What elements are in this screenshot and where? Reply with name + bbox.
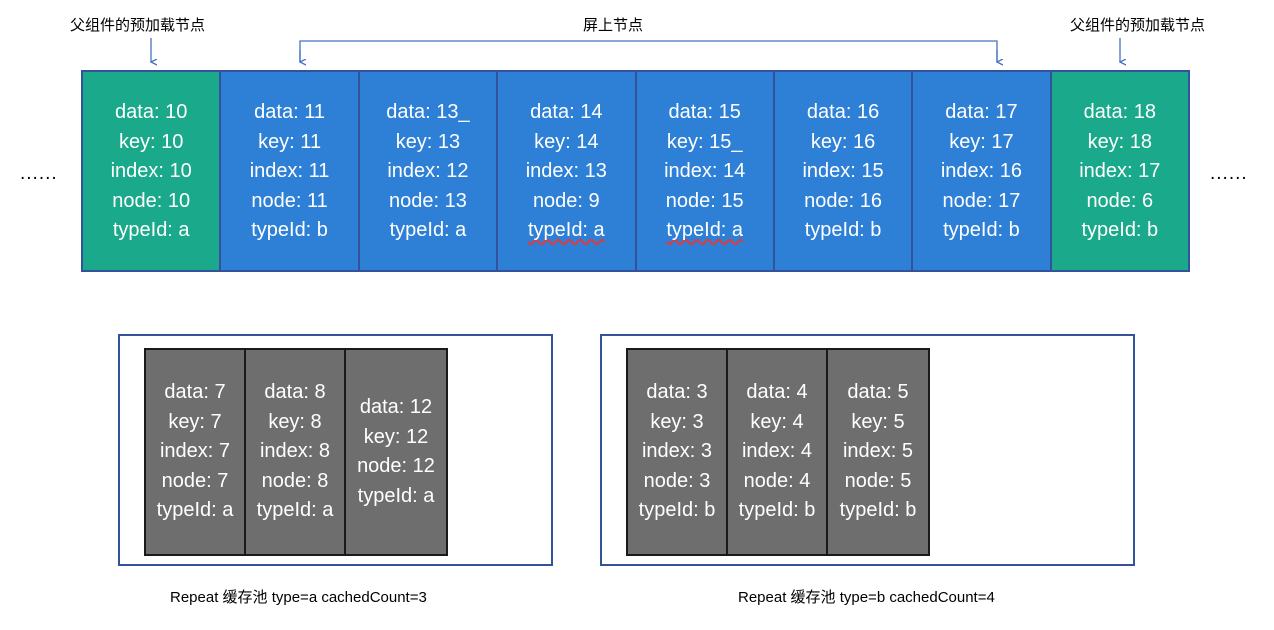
cache-card-line: index: 7: [159, 440, 231, 463]
cache-card-line: node: 5: [844, 469, 912, 492]
node-card-line: typeId: b: [1081, 219, 1159, 242]
annotation-right-preload: 父组件的预加载节点: [1070, 17, 1206, 34]
cache-card-line: index: 4: [741, 440, 813, 463]
cache-card-line: index: 5: [842, 440, 914, 463]
annotation-left-preload: 父组件的预加载节点: [70, 17, 206, 34]
cache-card-line: key: 7: [168, 410, 222, 433]
cache-card-line: typeId: b: [638, 499, 716, 522]
cache-card-line: key: 8: [268, 410, 322, 433]
cache-card: data: 8 key: 8 index: 8 node: 8 typeId: a: [246, 350, 346, 554]
node-card: data: 14 key: 14 index: 13 node: 9 typeId: a: [498, 72, 637, 270]
node-card-line: node: 11: [251, 189, 328, 212]
cache-pool-b-caption: Repeat 缓存池 type=b cachedCount=4: [738, 589, 995, 606]
node-card-line: node: 9: [532, 189, 600, 212]
cache-pool-a-caption: Repeat 缓存池 type=a cachedCount=3: [170, 589, 427, 606]
cache-card-line: index: 3: [641, 440, 713, 463]
node-card-line: index: 11: [249, 160, 330, 183]
cache-card-line: data: 8: [264, 381, 326, 404]
node-card-line: typeId: a: [389, 219, 467, 242]
node-card-line: data: 16: [806, 101, 880, 124]
node-card-line: data: 15: [668, 101, 741, 124]
node-card: data: 17 key: 17 index: 16 node: 17 typeId: …: [913, 72, 1052, 270]
node-card-line: typeId: b: [804, 219, 882, 242]
cache-card-line: typeId: a: [156, 499, 234, 522]
cache-card-line: typeId: a: [357, 484, 435, 507]
cache-card-line: data: 3: [646, 381, 708, 404]
cache-card: data: 12 key: 12 node: 12 typeId: a: [346, 350, 446, 554]
node-card: data: 11 key: 11 index: 11 node: 11 typeId: …: [221, 72, 360, 270]
node-card-line: index: 16: [940, 160, 1023, 183]
cache-card-line: typeId: b: [738, 499, 816, 522]
cache-card: data: 4 key: 4 index: 4 node: 4 typeId: b: [728, 350, 828, 554]
node-card-line: typeId: b: [251, 219, 328, 242]
node-card: data: 18 key: 18 index: 17 node: 6 typeId: b: [1051, 72, 1188, 270]
node-card: data: 16 key: 16 index: 15 node: 16 typeId: …: [774, 72, 914, 270]
node-card-line: typeId: a: [666, 219, 744, 242]
node-card-line: node: 17: [942, 189, 1021, 212]
cache-card-line: index: 8: [259, 440, 331, 463]
cache-card-line: data: 7: [164, 381, 226, 404]
arrow-onscreen-bracket: [300, 40, 997, 62]
cache-card-line: node: 12: [357, 455, 435, 477]
node-card-line: typeId: b: [943, 219, 1020, 242]
cache-card-line: key: 5: [851, 410, 905, 433]
annotation-onscreen: 屏上节点: [583, 17, 644, 34]
cache-card-line: node: 4: [743, 469, 811, 492]
annotation-arrows: [0, 38, 1274, 90]
cache-card-line: node: 3: [643, 469, 711, 492]
cache-card-line: data: 5: [847, 381, 909, 404]
node-card-line: key: 18: [1087, 130, 1153, 153]
node-card: data: 13_ key: 13 index: 12 node: 13 typeId:…: [359, 72, 499, 270]
node-card-line: index: 14: [664, 160, 746, 183]
node-card-line: data: 13_: [386, 101, 470, 124]
node-card-line: data: 10: [115, 101, 188, 124]
cache-card-line: key: 3: [650, 410, 704, 433]
ellipsis-left: ......: [20, 163, 58, 184]
node-card-line: key: 10: [118, 130, 184, 153]
node-card-line: node: 10: [112, 189, 191, 212]
node-card-line: key: 11: [258, 130, 322, 153]
ellipsis-right: ......: [1210, 163, 1248, 184]
node-card-line: key: 17: [949, 130, 1014, 153]
cache-card-line: data: 12: [359, 396, 433, 418]
cache-card: data: 7 key: 7 index: 7 node: 7 typeId: a: [146, 350, 246, 554]
node-card-line: node: 13: [389, 189, 467, 212]
node-card-line: index: 10: [110, 160, 192, 183]
cache-card-line: key: 12: [363, 425, 429, 448]
cache-card-line: data: 4: [746, 381, 808, 404]
node-card-line: data: 18: [1083, 101, 1156, 124]
node-card: data: 15 key: 15_ index: 14 node: 15 typeId:…: [636, 72, 775, 270]
cache-card-line: typeId: a: [256, 499, 334, 522]
node-card-line: key: 14: [534, 130, 599, 153]
node-strip: data: 10 key: 10 index: 10 node: 10 typeId: …: [81, 70, 1190, 272]
node-card-line: node: 15: [665, 189, 744, 212]
node-card-line: typeId: a: [527, 219, 605, 242]
node-card: data: 10 key: 10 index: 10 node: 10 typeId: …: [83, 72, 222, 270]
node-card-line: key: 13: [395, 130, 461, 153]
cache-card-line: key: 4: [750, 410, 804, 433]
cache-card-line: node: 7: [161, 469, 229, 492]
node-card-line: typeId: a: [112, 219, 190, 242]
node-card-line: key: 15_: [666, 130, 743, 153]
node-card-line: data: 17: [945, 101, 1018, 124]
cache-card-line: node: 8: [261, 469, 329, 492]
node-card-line: index: 15: [802, 160, 884, 183]
node-card-line: data: 14: [530, 101, 603, 124]
cache-card: data: 5 key: 5 index: 5 node: 5 typeId: b: [828, 350, 928, 554]
node-card-line: index: 17: [1079, 160, 1161, 183]
cache-card: data: 3 key: 3 index: 3 node: 3 typeId: b: [628, 350, 728, 554]
node-card-line: node: 6: [1086, 189, 1154, 212]
node-card-line: key: 16: [810, 130, 876, 153]
node-card-line: index: 13: [525, 160, 607, 183]
node-card-line: node: 16: [804, 189, 882, 212]
node-card-line: index: 12: [387, 160, 469, 183]
cache-card-line: typeId: b: [839, 499, 917, 522]
node-card-line: data: 11: [254, 101, 325, 124]
